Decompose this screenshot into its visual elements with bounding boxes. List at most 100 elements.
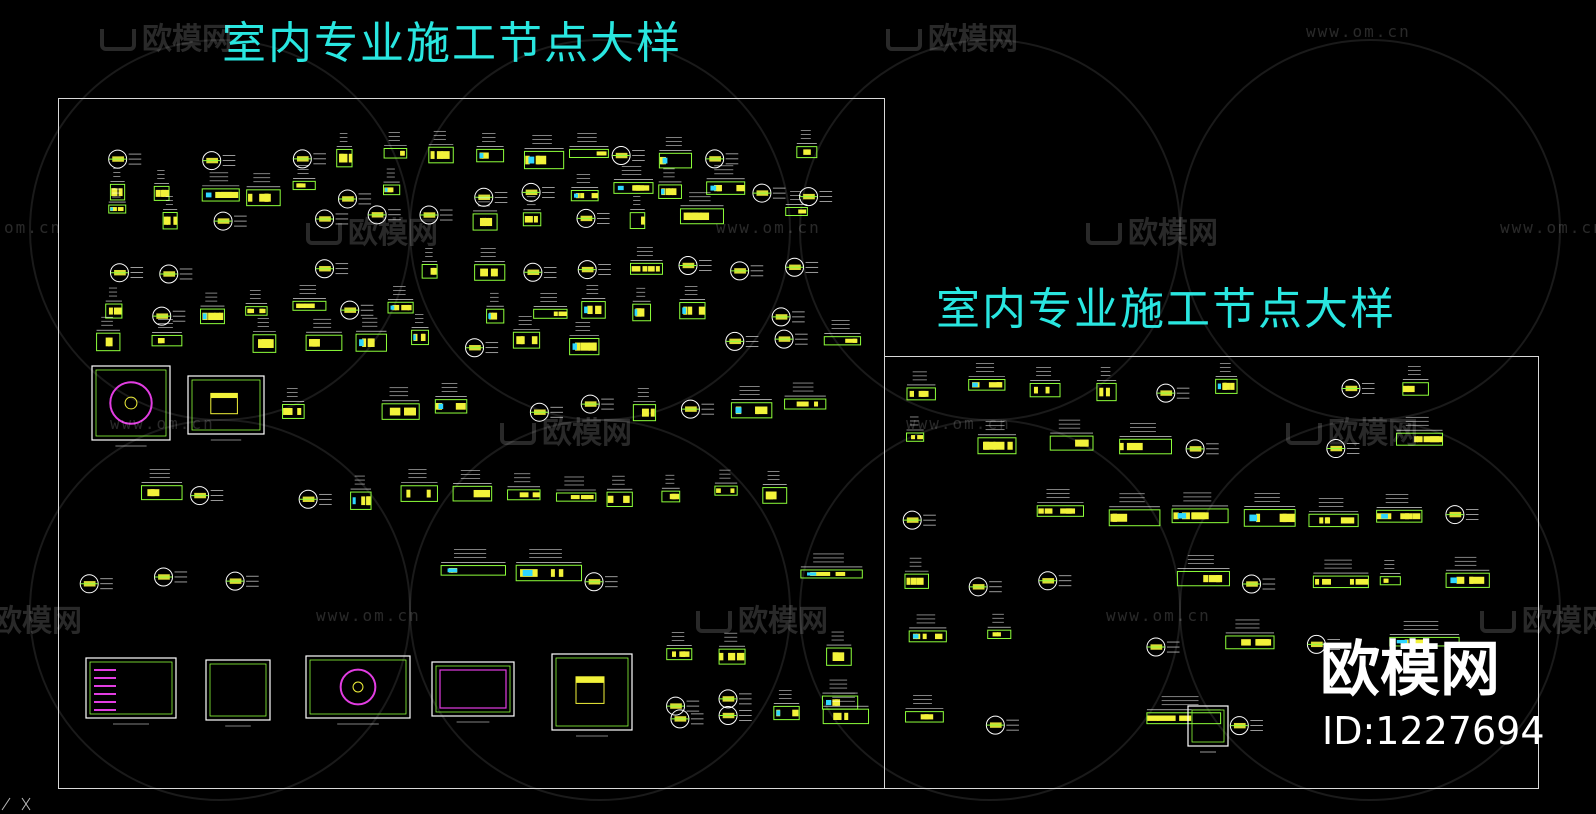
detail-drawing[interactable]	[108, 149, 142, 169]
detail-drawing[interactable]	[822, 692, 870, 725]
detail-drawing[interactable]	[570, 174, 599, 202]
detail-drawing[interactable]	[1225, 619, 1275, 650]
detail-drawing[interactable]	[823, 320, 862, 346]
detail-drawing[interactable]	[419, 205, 453, 225]
detail-drawing[interactable]	[661, 474, 681, 503]
detail-drawing[interactable]	[774, 329, 808, 349]
detail-drawing[interactable]	[162, 196, 178, 230]
detail-drawing[interactable]	[581, 285, 606, 319]
detail-drawing[interactable]	[428, 130, 454, 164]
floor-plan-drawing[interactable]	[305, 655, 411, 725]
detail-drawing[interactable]	[465, 338, 499, 358]
detail-drawing[interactable]	[434, 383, 468, 414]
detail-drawing[interactable]	[383, 168, 401, 196]
detail-drawing[interactable]	[584, 572, 618, 592]
detail-drawing[interactable]	[523, 262, 557, 282]
detail-drawing[interactable]	[305, 318, 343, 351]
detail-drawing[interactable]	[367, 205, 401, 225]
detail-drawing[interactable]	[1119, 423, 1172, 455]
detail-drawing[interactable]	[225, 571, 259, 591]
detail-drawing[interactable]	[190, 486, 224, 506]
detail-drawing[interactable]	[1146, 637, 1180, 657]
detail-drawing[interactable]	[718, 689, 752, 709]
detail-drawing[interactable]	[678, 255, 712, 275]
detail-drawing[interactable]	[1326, 439, 1360, 459]
detail-drawing[interactable]	[522, 196, 542, 227]
detail-drawing[interactable]	[1376, 494, 1423, 523]
detail-drawing[interactable]	[577, 260, 611, 280]
detail-drawing[interactable]	[486, 292, 505, 324]
detail-drawing[interactable]	[109, 168, 126, 201]
detail-drawing[interactable]	[906, 371, 936, 401]
detail-drawing[interactable]	[906, 416, 925, 442]
detail-drawing[interactable]	[784, 382, 827, 410]
detail-drawing[interactable]	[1402, 366, 1429, 396]
detail-drawing[interactable]	[292, 165, 316, 191]
detail-drawing[interactable]	[152, 306, 186, 326]
detail-drawing[interactable]	[670, 709, 704, 729]
detail-drawing[interactable]	[151, 319, 183, 347]
detail-drawing[interactable]	[400, 469, 438, 502]
floor-plan-drawing[interactable]	[1187, 705, 1229, 753]
detail-drawing[interactable]	[200, 292, 225, 325]
detail-drawing[interactable]	[440, 549, 506, 576]
detail-drawing[interactable]	[336, 133, 353, 168]
detail-drawing[interactable]	[355, 317, 387, 352]
detail-drawing[interactable]	[800, 553, 863, 579]
detail-drawing[interactable]	[109, 263, 144, 283]
detail-drawing[interactable]	[1389, 621, 1460, 647]
detail-drawing[interactable]	[902, 510, 936, 530]
detail-drawing[interactable]	[680, 399, 715, 419]
detail-drawing[interactable]	[985, 715, 1019, 735]
detail-drawing[interactable]	[771, 307, 805, 327]
detail-drawing[interactable]	[1029, 367, 1061, 398]
detail-drawing[interactable]	[252, 318, 277, 353]
detail-drawing[interactable]	[298, 489, 332, 509]
detail-drawing[interactable]	[666, 632, 693, 661]
detail-drawing[interactable]	[474, 248, 506, 281]
detail-drawing[interactable]	[1156, 383, 1190, 403]
detail-drawing[interactable]	[1146, 696, 1222, 725]
detail-drawing[interactable]	[141, 469, 183, 501]
detail-drawing[interactable]	[762, 471, 788, 504]
detail-drawing[interactable]	[576, 208, 610, 228]
floor-plan-drawing[interactable]	[187, 375, 265, 441]
detail-drawing[interactable]	[679, 286, 706, 320]
detail-drawing[interactable]	[666, 696, 700, 716]
detail-drawing[interactable]	[1229, 716, 1263, 736]
detail-drawing[interactable]	[213, 211, 247, 231]
detail-drawing[interactable]	[282, 388, 305, 419]
detail-drawing[interactable]	[515, 549, 583, 582]
detail-drawing[interactable]	[383, 132, 408, 159]
floor-plan-drawing[interactable]	[205, 659, 271, 727]
detail-drawing[interactable]	[1306, 634, 1341, 654]
detail-drawing[interactable]	[350, 475, 372, 510]
detail-drawing[interactable]	[387, 286, 414, 314]
detail-drawing[interactable]	[613, 166, 654, 194]
detail-drawing[interactable]	[381, 387, 420, 420]
detail-drawing[interactable]	[411, 314, 429, 346]
detail-drawing[interactable]	[159, 264, 193, 284]
detail-drawing[interactable]	[1308, 498, 1359, 528]
detail-drawing[interactable]	[718, 632, 746, 665]
detail-drawing[interactable]	[523, 135, 565, 170]
detail-drawing[interactable]	[904, 557, 929, 589]
detail-drawing[interactable]	[987, 613, 1012, 640]
detail-drawing[interactable]	[968, 577, 1002, 597]
detail-drawing[interactable]	[96, 316, 121, 352]
detail-drawing[interactable]	[799, 187, 833, 207]
floor-plan-drawing[interactable]	[91, 365, 171, 447]
detail-drawing[interactable]	[718, 706, 752, 726]
detail-drawing[interactable]	[1049, 419, 1094, 451]
detail-drawing[interactable]	[338, 189, 372, 209]
detail-drawing[interactable]	[1445, 505, 1479, 525]
detail-drawing[interactable]	[968, 363, 1006, 391]
detail-drawing[interactable]	[630, 247, 663, 275]
detail-drawing[interactable]	[821, 679, 859, 710]
detail-drawing[interactable]	[632, 287, 652, 322]
detail-drawing[interactable]	[705, 149, 739, 169]
detail-drawing[interactable]	[79, 574, 113, 594]
detail-drawing[interactable]	[533, 293, 568, 319]
floor-plan-drawing[interactable]	[431, 661, 515, 723]
